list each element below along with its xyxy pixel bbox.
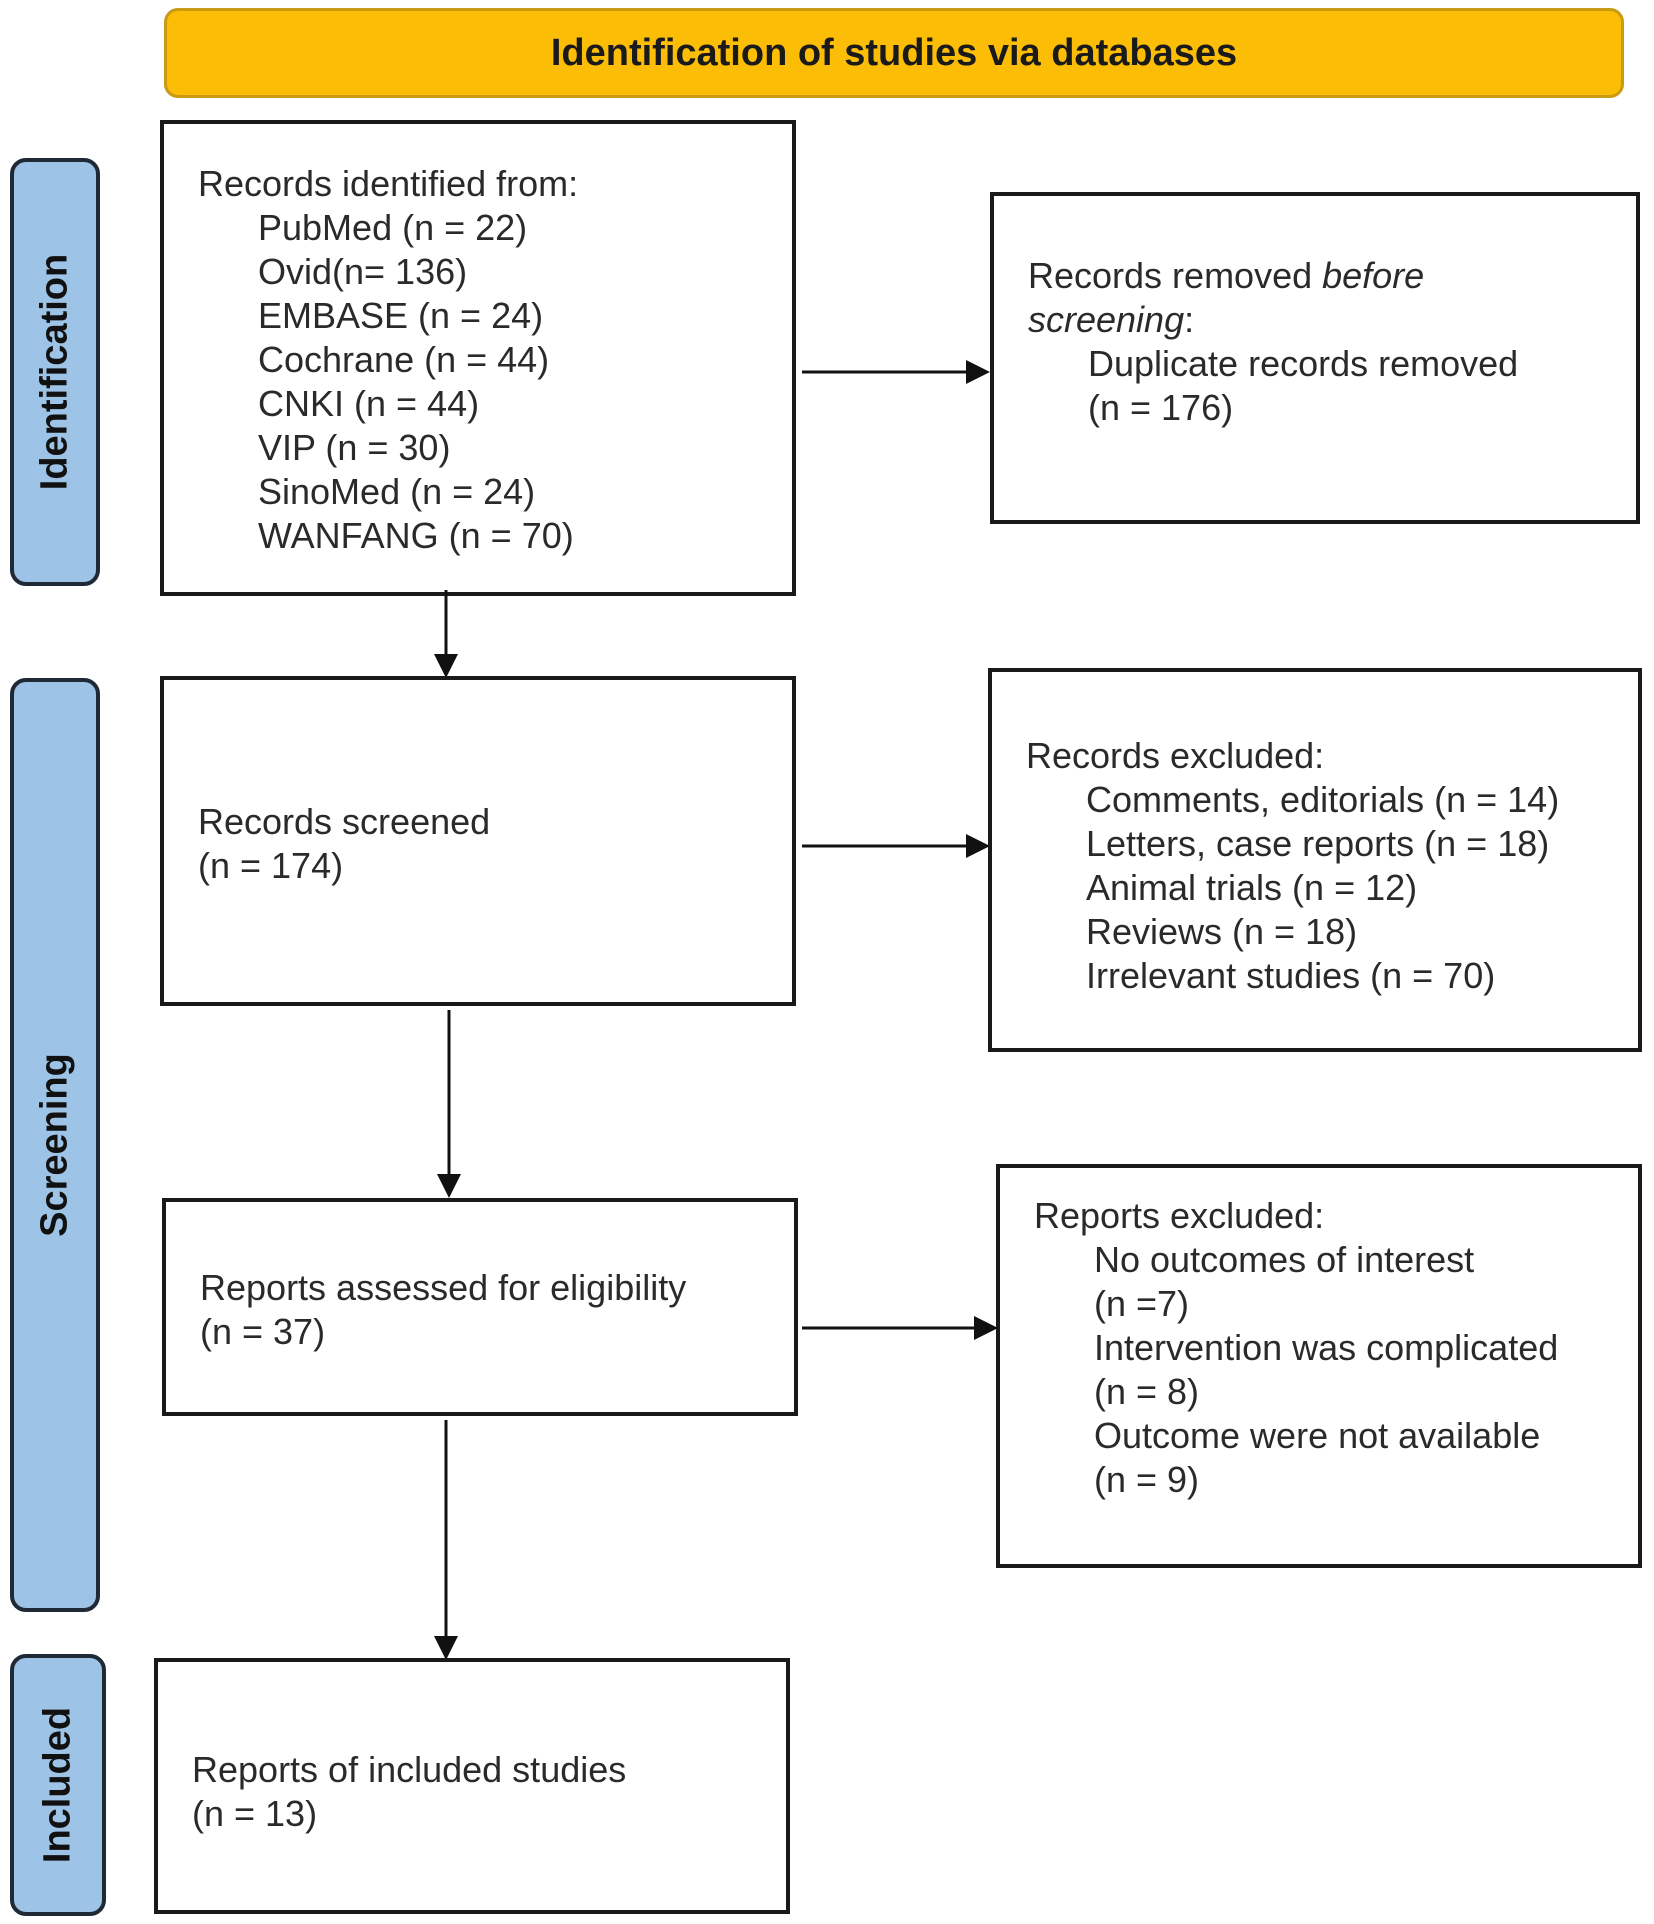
removed-count: (n = 176) <box>1088 387 1234 428</box>
screened-box: Records screened (n = 174) <box>160 676 796 1006</box>
records-excluded-item: Comments, editorials (n = 14) <box>1086 779 1560 820</box>
reports-excluded-heading: Reports excluded: <box>1034 1195 1325 1236</box>
source-item: PubMed (n = 22) <box>258 207 528 248</box>
included-count: (n = 13) <box>192 1793 318 1834</box>
removed-item: Duplicate records removed <box>1088 343 1519 384</box>
removed-box: Records removed before screening: Duplic… <box>990 192 1640 524</box>
arrowhead <box>966 834 990 858</box>
stage-screening: Screening <box>10 678 100 1612</box>
reports-excluded-count: (n = 8) <box>1094 1371 1200 1412</box>
arrowhead <box>437 1174 461 1198</box>
reports-excluded-item: Intervention was complicated <box>1094 1327 1559 1368</box>
reports-excluded-item: Outcome were not available <box>1094 1415 1541 1456</box>
source-item: WANFANG (n = 70) <box>258 515 574 556</box>
identified-heading: Records identified from: <box>198 163 579 204</box>
assessed-label: Reports assessed for eligibility <box>200 1267 687 1308</box>
removed-heading: Records removed before <box>1028 255 1425 296</box>
source-item: VIP (n = 30) <box>258 427 451 468</box>
records-excluded-item: Animal trials (n = 12) <box>1086 867 1418 908</box>
source-item: SinoMed (n = 24) <box>258 471 536 512</box>
arrowhead <box>434 1636 458 1660</box>
arrowhead <box>434 654 458 678</box>
records-excluded-item: Irrelevant studies (n = 70) <box>1086 955 1496 996</box>
reports-excluded-item: No outcomes of interest <box>1094 1239 1475 1280</box>
removed-heading-cont: screening: <box>1028 299 1195 340</box>
stage-included: Included <box>10 1654 106 1916</box>
records-excluded-item: Reviews (n = 18) <box>1086 911 1358 952</box>
source-item: Ovid(n= 136) <box>258 251 468 292</box>
arrowhead <box>974 1316 998 1340</box>
screened-count: (n = 174) <box>198 845 344 886</box>
identified-box: Records identified from: PubMed (n = 22)… <box>160 120 796 596</box>
included-box: Reports of included studies (n = 13) <box>154 1658 790 1914</box>
reports-excluded-count: (n =7) <box>1094 1283 1190 1324</box>
source-item: CNKI (n = 44) <box>258 383 480 424</box>
source-item: Cochrane (n = 44) <box>258 339 550 380</box>
header-banner: Identification of studies via databases <box>164 8 1624 98</box>
records-excluded-box: Records excluded: Comments, editorials (… <box>988 668 1642 1052</box>
screened-label: Records screened <box>198 801 491 842</box>
reports-excluded-box: Reports excluded: No outcomes of interes… <box>996 1164 1642 1568</box>
records-excluded-item: Letters, case reports (n = 18) <box>1086 823 1550 864</box>
arrowhead <box>966 360 990 384</box>
stage-identification: Identification <box>10 158 100 586</box>
reports-excluded-count: (n = 9) <box>1094 1459 1200 1500</box>
source-item: EMBASE (n = 24) <box>258 295 544 336</box>
assessed-box: Reports assessed for eligibility (n = 37… <box>162 1198 798 1416</box>
header-title: Identification of studies via databases <box>550 31 1238 74</box>
records-excluded-heading: Records excluded: <box>1026 735 1325 776</box>
included-label: Reports of included studies <box>192 1749 627 1790</box>
assessed-count: (n = 37) <box>200 1311 326 1352</box>
